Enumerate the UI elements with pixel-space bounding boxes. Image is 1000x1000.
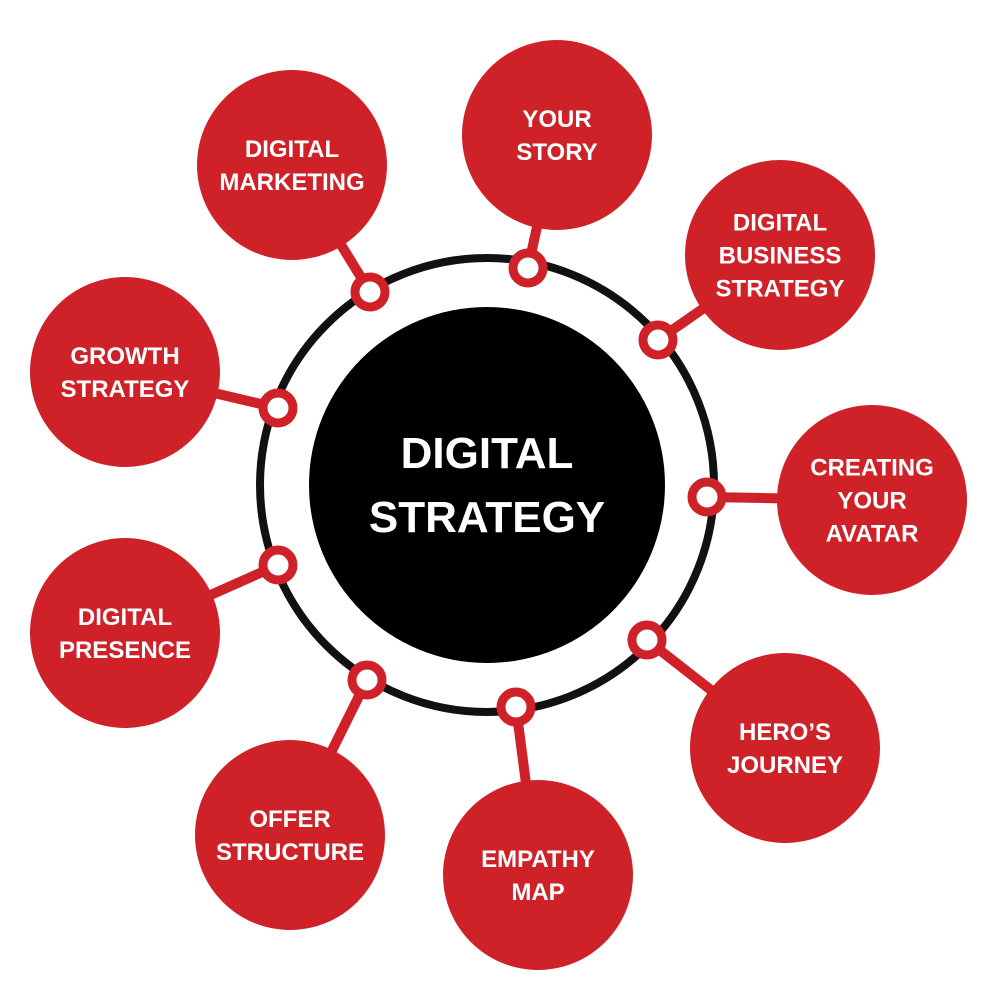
node-offer-structure: OFFER STRUCTURE xyxy=(195,740,385,930)
node-circle-offer-structure xyxy=(195,740,385,930)
node-label-digital-marketing-line-1: DIGITAL xyxy=(245,136,339,163)
node-label-your-story-line-2: STORY xyxy=(516,139,597,166)
node-label-offer-structure-line-1: OFFER xyxy=(249,806,330,833)
node-digital-presence: DIGITAL PRESENCE xyxy=(30,538,220,728)
center-label-line-2: STRATEGY xyxy=(369,493,605,542)
node-label-digital-presence-line-1: DIGITAL xyxy=(78,604,172,631)
node-digital-marketing: DIGITAL MARKETING xyxy=(197,70,387,260)
node-circle-growth-strategy xyxy=(30,277,220,467)
node-label-creating-your-avatar-line-3: AVATAR xyxy=(826,521,919,548)
node-label-digital-business-strategy-line-2: BUSINESS xyxy=(719,243,842,270)
node-label-heros-journey-line-1: HERO’S xyxy=(739,719,831,746)
node-label-digital-marketing-line-2: MARKETING xyxy=(219,169,364,196)
ring-dot-growth-strategy xyxy=(258,388,298,428)
node-circle-heros-journey xyxy=(690,653,880,843)
node-creating-your-avatar: CREATING YOUR AVATAR xyxy=(777,405,967,595)
node-digital-business-strategy: DIGITAL BUSINESS STRATEGY xyxy=(685,160,875,350)
center-label-line-1: DIGITAL xyxy=(401,429,574,478)
node-circle-your-story xyxy=(462,40,652,230)
ring-dot-digital-presence xyxy=(258,545,298,585)
node-label-empathy-map-line-2: MAP xyxy=(511,879,564,906)
nodes: YOUR STORY DIGITAL BUSINESS STRATEGY CREATING… xyxy=(30,40,967,970)
node-circle-digital-presence xyxy=(30,538,220,728)
node-circle-creating-your-avatar xyxy=(777,405,967,595)
ring-dot-digital-marketing xyxy=(350,272,390,312)
node-label-offer-structure-line-2: STRUCTURE xyxy=(216,839,364,866)
node-growth-strategy: GROWTH STRATEGY xyxy=(30,277,220,467)
node-circle-empathy-map xyxy=(443,780,633,970)
ring-dot-digital-business-strategy xyxy=(638,320,678,360)
node-circle-digital-marketing xyxy=(197,70,387,260)
node-label-digital-business-strategy-line-3: STRATEGY xyxy=(716,276,845,303)
node-label-creating-your-avatar-line-2: YOUR xyxy=(837,488,906,515)
node-label-growth-strategy-line-2: STRATEGY xyxy=(61,376,190,403)
node-circle-digital-business-strategy xyxy=(685,160,875,350)
ring-dot-your-story xyxy=(508,248,548,288)
node-empathy-map: EMPATHY MAP xyxy=(443,780,633,970)
node-heros-journey: HERO’S JOURNEY xyxy=(690,653,880,843)
node-label-your-story-line-1: YOUR xyxy=(522,106,591,133)
ring-dot-heros-journey xyxy=(627,620,667,660)
center-hub: DIGITAL STRATEGY xyxy=(309,307,665,663)
ring-dot-offer-structure xyxy=(347,660,387,700)
node-label-empathy-map-line-1: EMPATHY xyxy=(481,846,595,873)
center-circle xyxy=(309,307,665,663)
node-label-digital-presence-line-2: PRESENCE xyxy=(59,637,191,664)
ring-dots xyxy=(258,248,727,727)
ring-dot-empathy-map xyxy=(496,687,536,727)
node-label-creating-your-avatar-line-1: CREATING xyxy=(810,455,934,482)
node-label-heros-journey-line-2: JOURNEY xyxy=(727,752,843,779)
ring-dot-creating-your-avatar xyxy=(687,477,727,517)
node-your-story: YOUR STORY xyxy=(462,40,652,230)
node-label-growth-strategy-line-1: GROWTH xyxy=(70,343,179,370)
node-label-digital-business-strategy-line-1: DIGITAL xyxy=(733,210,827,237)
